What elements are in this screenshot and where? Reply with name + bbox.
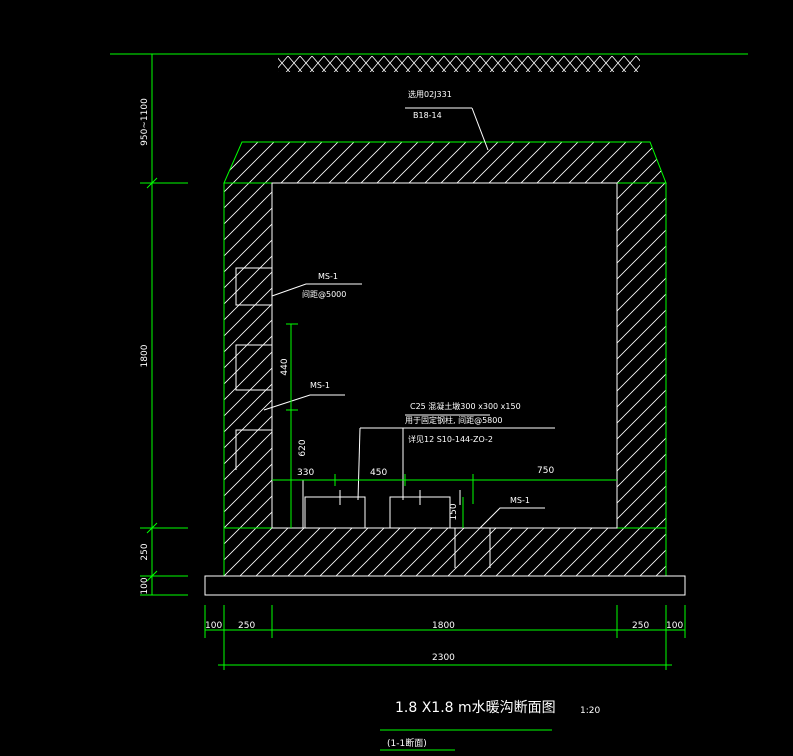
cover-note-2: B18-14 [413,111,442,120]
trench-cavity [271,182,618,529]
ms1-plate-lower [235,429,272,470]
left-wall [223,182,273,529]
dim-100-vertical: 100 [140,577,150,594]
dim-bottom-100-left: 100 [205,621,222,631]
base-cushion [204,575,686,596]
ms1-spacing: 间距@5000 [302,290,346,299]
ms1-label-a: MS-1 [318,272,338,281]
cover-slab [223,141,667,184]
dim-150: 150 [449,503,459,520]
support-note-3: 详见12 S10-144-ZO-2 [408,434,493,444]
support-block-left [304,496,366,529]
dim-450: 450 [370,468,387,478]
dim-bottom-2300: 2300 [432,653,455,663]
dim-620: 620 [298,439,308,456]
ms1-label-c: MS-1 [510,496,530,505]
ms1-plate-upper [235,267,272,306]
bottom-slab [223,527,667,577]
ms1-plate-mid [235,344,272,391]
earth-hatch [278,56,640,72]
dim-bottom-250-right: 250 [632,621,649,631]
drawing-scale: 1:20 [580,706,600,716]
support-note-2: 用于固定钢柱, 间距@5800 [405,415,502,425]
drawing-title: 1.8 X1.8 m水暖沟断面图 [395,700,556,716]
dim-750: 750 [537,466,554,476]
dim-1800-vertical: 1800 [140,344,150,367]
dim-330: 330 [297,468,314,478]
dim-bottom-1800: 1800 [432,621,455,631]
right-wall [616,182,667,529]
dim-440: 440 [280,358,290,375]
dim-bottom-100-right: 100 [666,621,683,631]
ms1-label-b: MS-1 [310,381,330,390]
cover-note-1: 选用02J331 [408,89,452,99]
dim-250-vertical: 250 [140,543,150,560]
support-note-1: C25 混凝土墩300 x300 x150 [410,401,521,411]
dim-bottom-250-left: 250 [238,621,255,631]
dim-950-1100: 950~1100 [140,98,150,146]
section-subtitle: (1-1断面) [387,737,427,749]
